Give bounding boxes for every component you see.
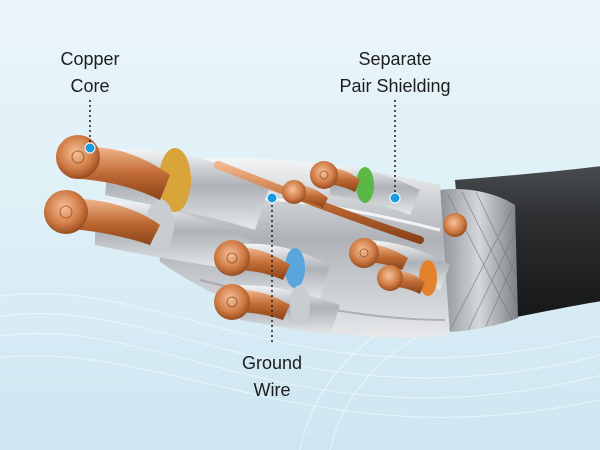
ground-wire-label: Ground Wire [222,350,322,404]
band-green [356,167,374,203]
copper-core-label: Copper Core [40,46,140,100]
callout-markers [84,142,401,204]
copper-core-label-line1: Copper [60,49,120,69]
copper-core-end-8 [377,265,403,291]
callout-dot-icon [84,142,96,154]
band-blue [285,248,305,288]
copper-core-label-line2: Core [70,76,110,96]
pair-shielding-label-line2: Pair Shielding [339,76,451,96]
copper-core-end-5 [310,161,338,189]
callout-lines [89,100,396,345]
copper-core-end-6 [282,180,306,204]
copper-conductors [44,135,467,320]
copper-core-end-3 [214,240,250,276]
copper-core-end-4 [214,284,250,320]
band-silver-2 [290,285,310,325]
callout-dot-icon [389,192,401,204]
copper-core-end-9 [443,213,467,237]
copper-core-end-7 [349,238,379,268]
braided-shield [440,189,518,332]
ground-wire-label-line1: Ground [241,353,303,373]
band-orange [419,260,437,296]
pair-shielding-label-line1: Separate [358,49,432,69]
strand-details [59,150,369,308]
pair-shielding-label: Separate Pair Shielding [320,46,470,100]
ground-wire-label-line2: Wire [253,380,291,400]
copper-core-end-1 [56,135,100,179]
callout-dot-icon [266,192,278,204]
copper-core-end-2 [44,190,88,234]
band-yellow [159,148,191,212]
